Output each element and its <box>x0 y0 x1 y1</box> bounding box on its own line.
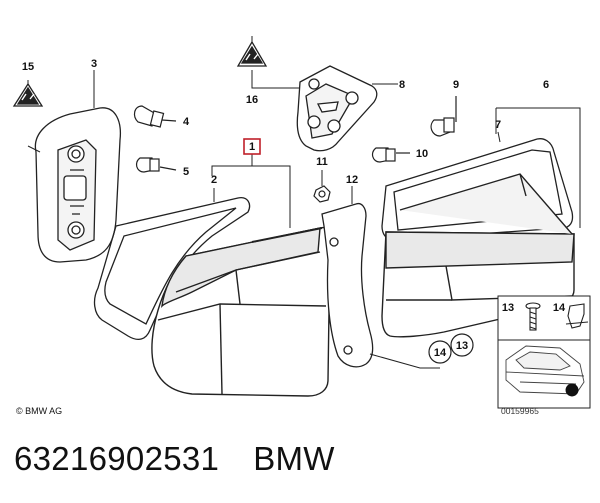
gasket-left <box>93 197 251 341</box>
inset-callout-14: 14 <box>553 302 566 314</box>
callout-13: 13 <box>456 340 468 352</box>
bulb-carrier-left <box>34 107 122 263</box>
inset-callout-13: 13 <box>502 302 514 314</box>
bulb-4 <box>133 105 177 128</box>
callout-4: 4 <box>183 116 190 128</box>
bulb-9 <box>430 96 457 137</box>
callout-1: 1 <box>249 141 255 153</box>
gasket-right <box>381 138 574 241</box>
bulb-5 <box>135 157 177 173</box>
callout-11: 11 <box>316 156 328 168</box>
callout-7: 7 <box>495 119 501 131</box>
leader-lines <box>27 36 581 369</box>
warning-triangle-icon-2 <box>236 40 268 67</box>
callout-15: 15 <box>22 61 34 73</box>
copyright-text: © BMW AG <box>16 406 62 416</box>
callout-circle-14 <box>428 340 452 364</box>
bracket <box>321 202 374 368</box>
part-caption: 63216902531 BMW <box>14 440 335 478</box>
warning-triangle-icon <box>12 82 44 107</box>
callout-9: 9 <box>453 79 459 91</box>
highlight-box <box>243 138 261 155</box>
bulb-10 <box>371 147 410 163</box>
callout-5: 5 <box>183 166 189 178</box>
callout-6: 6 <box>543 79 549 91</box>
bulb-carrier-right <box>296 65 378 152</box>
callout-12: 12 <box>346 174 358 186</box>
callout-3: 3 <box>91 58 97 70</box>
car-icon <box>505 345 585 397</box>
screw-icon <box>525 302 541 331</box>
clip-icon <box>565 303 589 329</box>
callout-2: 2 <box>211 174 217 186</box>
callout-16: 16 <box>246 94 258 106</box>
callout-8: 8 <box>399 79 405 91</box>
diagram-number: 00159965 <box>501 406 539 416</box>
callout-14: 14 <box>434 347 447 359</box>
inset-box <box>497 295 591 409</box>
part-number: 63216902531 <box>14 440 220 477</box>
brand-name: BMW <box>253 440 335 477</box>
nut-11 <box>313 185 331 203</box>
callout-circle-13 <box>450 333 474 357</box>
callout-10: 10 <box>416 148 428 160</box>
tail-lamp-left <box>151 226 332 397</box>
